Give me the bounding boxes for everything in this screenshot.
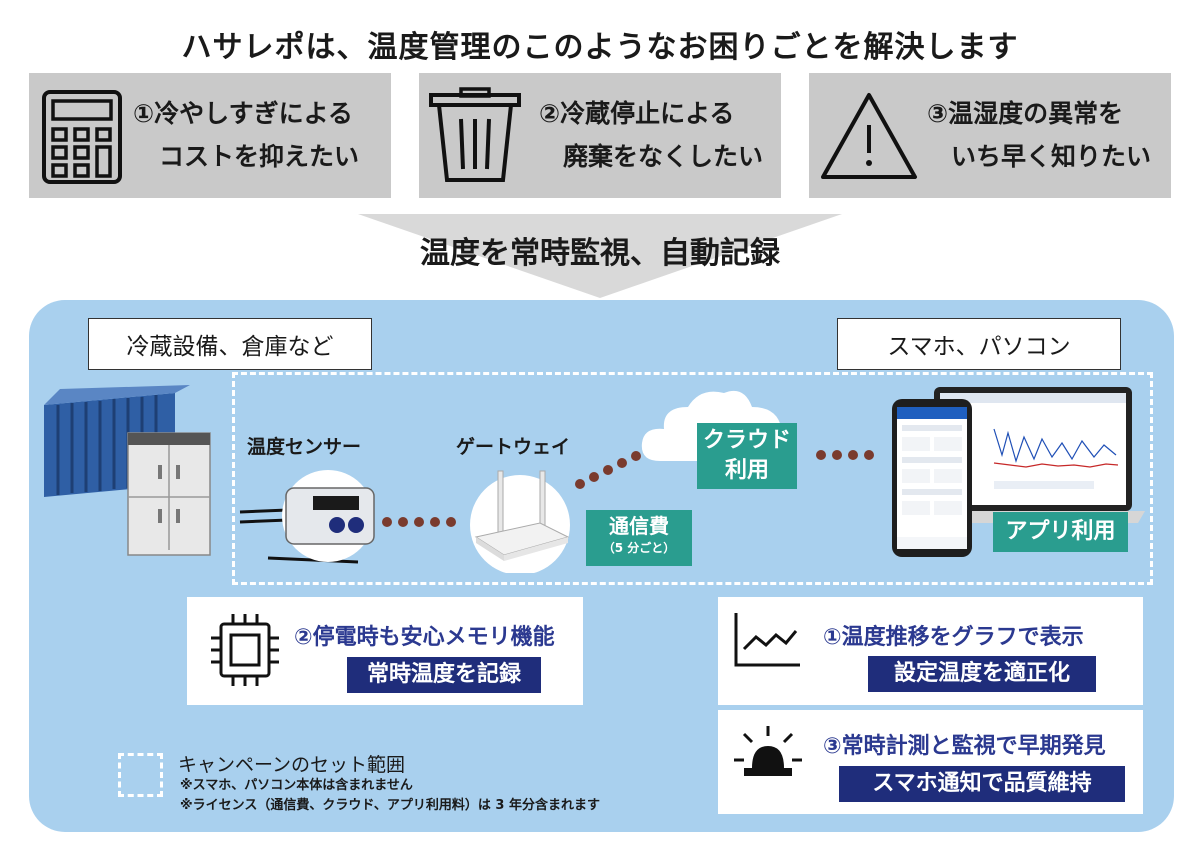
down-arrow [358, 214, 842, 298]
comm-badge-sub: （5 分ごと） [602, 541, 676, 555]
page-title: ハサレポは、温度管理のこのようなお困りごとを解決します [181, 30, 1019, 65]
feature-box-graph: ①温度推移をグラフで表示 設定温度を適正化 [718, 597, 1143, 705]
problem-box-cost: ①冷やしすぎによる コストを抑えたい [29, 73, 391, 198]
temperature-sensor-illustration [239, 470, 375, 564]
feature-box-memory: ②停電時も安心メモリ機能 常時温度を記録 [187, 597, 583, 705]
gateway-label: ゲートウェイ [456, 436, 571, 458]
warning-icon [821, 93, 917, 179]
cloud-badge-line2: 利用 [724, 458, 769, 483]
line-graph-icon [734, 613, 800, 667]
solution-title: 温度を常時監視、自動記録 [420, 236, 780, 271]
problem-text-waste-line2: 廃棄をなくしたい [563, 142, 764, 171]
problem-text-cost-line2: コストを抑えたい [159, 142, 360, 171]
legend-title: キャンペーンのセット範囲 [178, 754, 406, 776]
alarm-light-icon [734, 726, 802, 776]
feature-box-alert: ③常時計測と監視で早期発見 スマホ通知で品質維持 [718, 710, 1143, 814]
cpu-chip-icon [211, 614, 279, 686]
feature-graph-title: ①温度推移をグラフで表示 [823, 625, 1084, 650]
storage-equipment-illustration [44, 385, 211, 556]
campaign-scope-frame [232, 372, 1153, 585]
trash-can-icon [429, 87, 521, 182]
cloud-badge: クラウド 利用 [697, 423, 797, 489]
calculator-icon [42, 90, 122, 184]
communication-fee-badge: 通信費 （5 分ごと） [586, 510, 692, 566]
feature-memory-title: ②停電時も安心メモリ機能 [294, 625, 555, 650]
feature-graph-sub: 設定温度を適正化 [868, 656, 1096, 692]
problem-box-waste: ②冷蔵停止による 廃棄をなくしたい [419, 73, 781, 198]
legend-note-1: ※スマホ、パソコン本体は含まれません [180, 778, 413, 793]
legend-dashed-swatch [118, 753, 163, 797]
problem-box-anomaly: ③温湿度の異常を いち早く知りたい [809, 73, 1171, 198]
feature-alert-sub: スマホ通知で品質維持 [839, 766, 1125, 802]
problem-text-anomaly-line1: ③温湿度の異常を [927, 99, 1124, 128]
problem-text-anomaly-line2: いち早く知りたい [951, 142, 1152, 171]
cloud-badge-line1: クラウド [702, 428, 791, 453]
problem-text-waste-line1: ②冷蔵停止による [539, 99, 735, 128]
comm-badge-label: 通信費 [609, 514, 669, 538]
legend-note-2: ※ライセンス（通信費、クラウド、アプリ利用料）は 3 年分含まれます [180, 798, 600, 813]
feature-alert-title: ③常時計測と監視で早期発見 [823, 734, 1106, 759]
gateway-router-illustration [470, 470, 570, 573]
dotted-connector-2 [575, 451, 641, 489]
dotted-connector-3 [816, 450, 874, 460]
smartphone-pc-app-illustration [892, 387, 1145, 557]
app-usage-badge: アプリ利用 [993, 512, 1128, 552]
feature-memory-sub: 常時温度を記録 [347, 657, 541, 693]
label-device: スマホ、パソコン [837, 318, 1121, 370]
problem-text-cost-line1: ①冷やしすぎによる [133, 99, 353, 128]
sensor-label: 温度センサー [247, 436, 362, 458]
label-facility: 冷蔵設備、倉庫など [88, 318, 372, 370]
dotted-connector-1 [382, 517, 456, 527]
